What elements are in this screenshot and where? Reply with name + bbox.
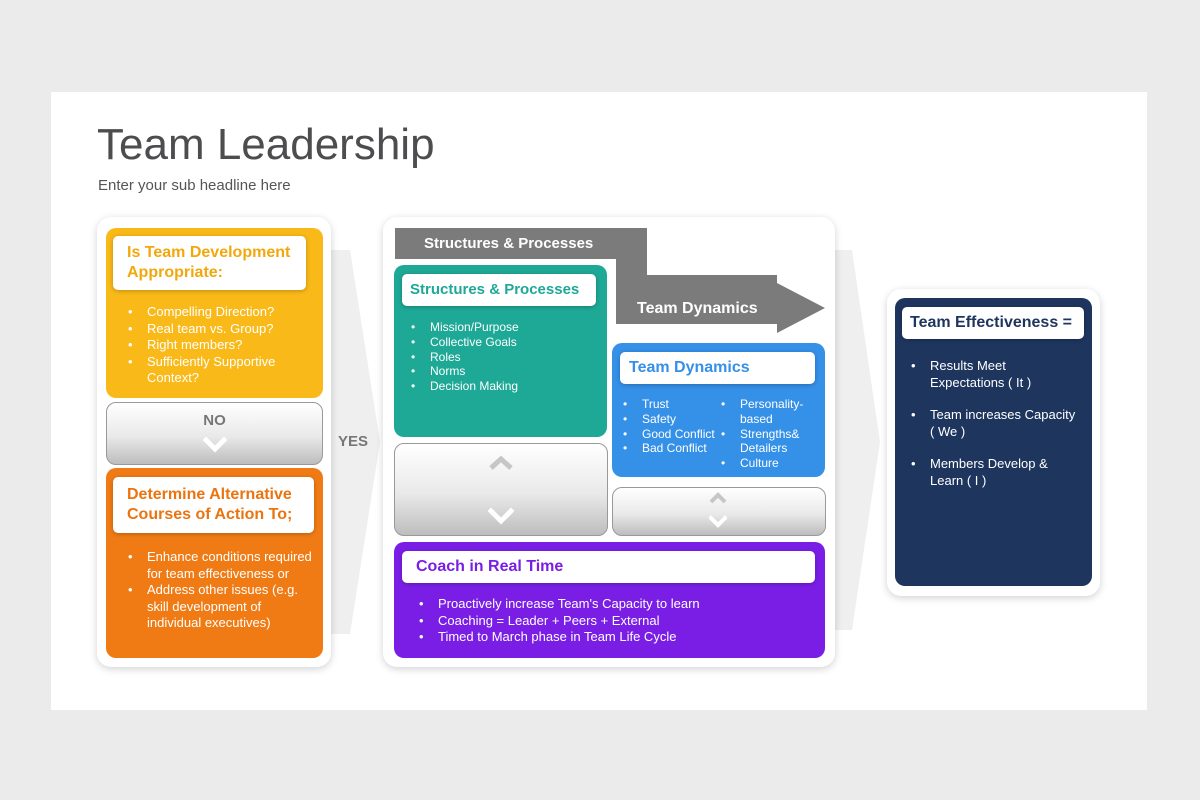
no-connector-box: NO	[106, 402, 323, 465]
list-item: Culture	[720, 456, 820, 471]
list-item: Personality-based	[720, 397, 820, 427]
structures-processes-card: Structures & Processes Mission/Purpose C…	[394, 265, 607, 437]
result-chevron-shape	[834, 250, 880, 630]
chevron-up-icon	[709, 492, 727, 504]
list-item: Decision Making	[410, 379, 590, 394]
list-item: Address other issues (e.g. skill develop…	[127, 582, 317, 632]
list-item: Compelling Direction?	[127, 304, 307, 321]
development-appropriate-card: Is Team Development Appropriate: Compell…	[106, 228, 323, 398]
arrow-label-dynamics: Team Dynamics	[637, 300, 758, 317]
coach-real-time-list: Proactively increase Team's Capacity to …	[418, 596, 818, 646]
team-dynamics-list-left: Trust Safety Good Conflict Bad Conflict	[622, 397, 716, 456]
yes-label: YES	[338, 433, 369, 450]
chevron-down-icon	[203, 437, 227, 453]
structures-processes-list: Mission/Purpose Collective Goals Roles N…	[410, 320, 590, 394]
list-item: Sufficiently Supportive Context?	[127, 354, 307, 387]
list-item: Team increases Capacity ( We )	[910, 407, 1080, 440]
structures-connector-box	[394, 443, 608, 536]
list-item: Good Conflict	[622, 427, 716, 442]
list-item: Collective Goals	[410, 335, 590, 350]
list-item: Roles	[410, 350, 590, 365]
page-subtitle: Enter your sub headline here	[98, 177, 291, 194]
team-dynamics-card: Team Dynamics Trust Safety Good Conflict…	[612, 343, 825, 477]
list-item: Enhance conditions required for team eff…	[127, 549, 317, 582]
coach-real-time-heading-box: Coach in Real Time	[402, 551, 815, 583]
list-item: Right members?	[127, 337, 307, 354]
chevron-down-icon	[488, 507, 514, 525]
alternative-actions-card: Determine Alternative Courses of Action …	[106, 468, 323, 658]
arrow-label-structures: Structures & Processes	[424, 235, 594, 252]
structures-processes-heading-box: Structures & Processes	[402, 274, 596, 306]
list-item: Mission/Purpose	[410, 320, 590, 335]
chevron-up-icon	[489, 455, 513, 470]
list-item: Timed to March phase in Team Life Cycle	[418, 629, 818, 646]
dynamics-connector-box	[612, 487, 826, 536]
chevron-down-icon	[709, 515, 727, 528]
list-item: Proactively increase Team's Capacity to …	[418, 596, 818, 613]
coach-real-time-heading: Coach in Real Time	[416, 558, 564, 575]
team-effectiveness-list: Results Meet Expectations ( It ) Team in…	[910, 358, 1080, 489]
development-appropriate-heading: Is Team Development Appropriate:	[127, 244, 291, 281]
list-item: Real team vs. Group?	[127, 321, 307, 338]
team-effectiveness-heading: Team Effectiveness =	[910, 314, 1073, 331]
alternative-actions-heading: Determine Alternative Courses of Action …	[127, 486, 293, 523]
list-item: Trust	[622, 397, 716, 412]
list-item: Strengths& Detailers	[720, 427, 820, 457]
structures-processes-heading: Structures & Processes	[410, 281, 580, 298]
alternative-actions-list: Enhance conditions required for team eff…	[127, 549, 317, 632]
team-dynamics-heading-box: Team Dynamics	[620, 352, 815, 384]
development-appropriate-list: Compelling Direction? Real team vs. Grou…	[127, 304, 307, 387]
list-item: Safety	[622, 412, 716, 427]
bent-arrow-icon	[395, 228, 825, 333]
no-label: NO	[203, 412, 226, 429]
coach-real-time-card: Coach in Real Time Proactively increase …	[394, 542, 825, 658]
team-effectiveness-heading-box: Team Effectiveness =	[902, 307, 1084, 339]
alternative-actions-heading-box: Determine Alternative Courses of Action …	[113, 477, 314, 533]
list-item: Members Develop & Learn ( I )	[910, 456, 1080, 489]
page-title: Team Leadership	[97, 120, 435, 169]
list-item: Coaching = Leader + Peers + External	[418, 613, 818, 630]
team-effectiveness-card: Team Effectiveness = Results Meet Expect…	[895, 298, 1092, 586]
list-item: Norms	[410, 364, 590, 379]
yes-chevron-shape	[330, 250, 380, 634]
team-dynamics-heading: Team Dynamics	[629, 359, 750, 376]
team-dynamics-list-right: Personality-based Strengths& Detailers C…	[720, 397, 820, 471]
development-appropriate-heading-box: Is Team Development Appropriate:	[113, 236, 306, 290]
list-item: Bad Conflict	[622, 441, 716, 456]
list-item: Results Meet Expectations ( It )	[910, 358, 1080, 391]
